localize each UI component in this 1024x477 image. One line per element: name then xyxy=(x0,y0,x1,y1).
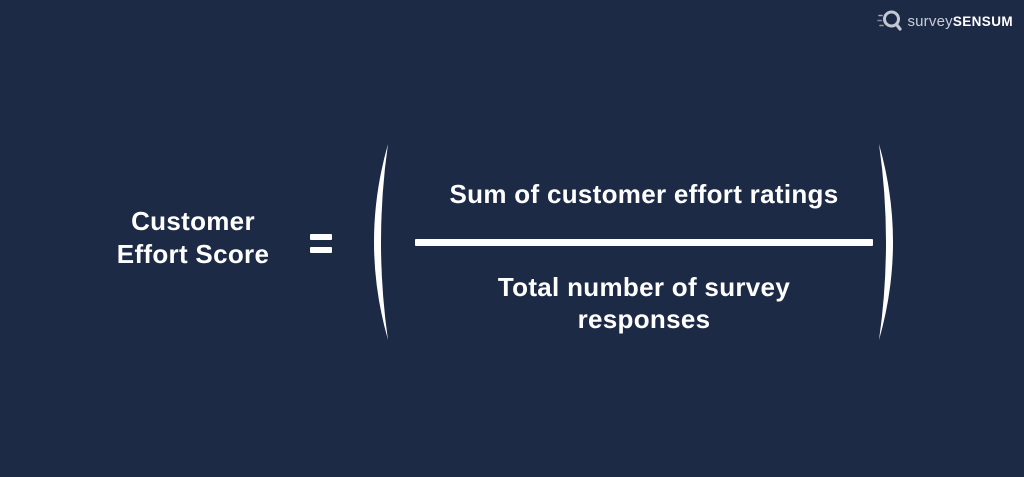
formula-label-line2: Effort Score xyxy=(116,239,270,269)
denominator-line2: responses xyxy=(577,304,711,334)
formula-label-line1: Customer xyxy=(131,206,255,236)
fraction-bar xyxy=(415,239,873,246)
equals-sign: = xyxy=(310,234,332,253)
magnifier-q-icon xyxy=(877,10,903,31)
brand-prefix: survey xyxy=(907,12,953,30)
equals-top-bar xyxy=(310,234,332,240)
surveysensum-logo: surveySENSUM xyxy=(877,7,1013,35)
denominator-line1: Total number of survey xyxy=(497,272,791,302)
fraction: Sum of customer effort ratings Total num… xyxy=(409,177,879,335)
equals-bottom-bar xyxy=(310,247,332,253)
formula-label: Customer Effort Score xyxy=(63,205,323,271)
brand-suffix: SENSUM xyxy=(952,13,1013,29)
close-parenthesis xyxy=(879,144,893,340)
numerator: Sum of customer effort ratings xyxy=(449,179,839,209)
open-parenthesis xyxy=(374,144,388,340)
denominator: Total number of survey responses xyxy=(409,271,879,335)
brand-wordmark: surveySENSUM xyxy=(907,13,1013,30)
